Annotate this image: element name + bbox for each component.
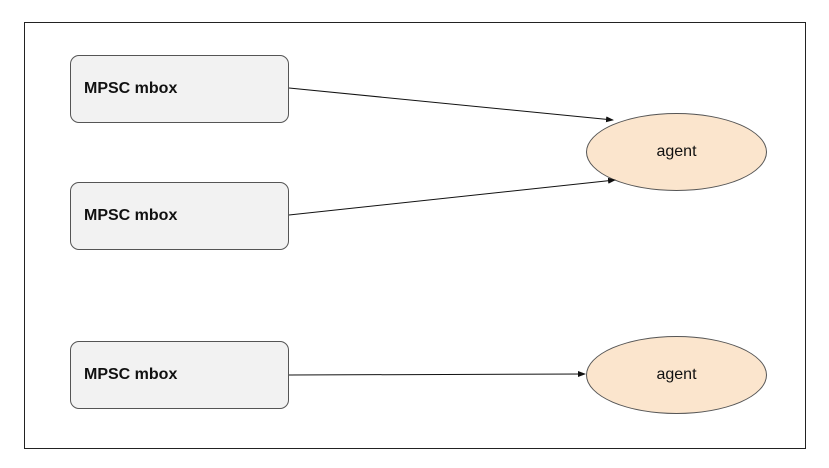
agent-2: agent: [586, 336, 767, 414]
mpsc-mbox-1: MPSC mbox: [70, 55, 289, 123]
mpsc-mbox-2-label: MPSC mbox: [84, 207, 178, 224]
agent-1: agent: [586, 113, 767, 191]
mpsc-mbox-3-label: MPSC mbox: [84, 366, 178, 383]
mpsc-mbox-2: MPSC mbox: [70, 182, 289, 250]
agent-1-label: agent: [656, 143, 697, 160]
mpsc-mbox-1-label: MPSC mbox: [84, 80, 178, 97]
agent-2-label: agent: [656, 366, 697, 383]
mpsc-mbox-3: MPSC mbox: [70, 341, 289, 409]
